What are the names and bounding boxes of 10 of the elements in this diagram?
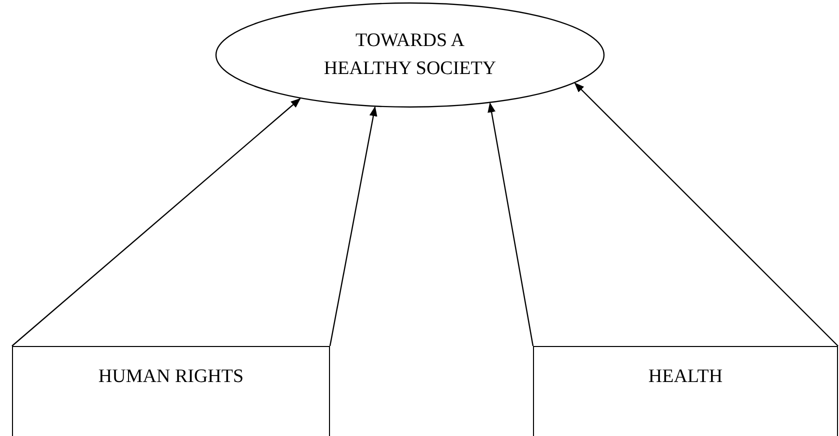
arrow xyxy=(488,102,534,346)
goal-ellipse xyxy=(215,2,605,108)
node-label: HEALTH xyxy=(648,365,723,389)
arrow xyxy=(329,106,378,346)
topic-box xyxy=(12,346,330,436)
node-label: TOWARDS A HEALTHY SOCIETY xyxy=(322,29,498,81)
arrow xyxy=(12,98,301,346)
node-label: HUMAN RIGHTS xyxy=(98,365,244,389)
topic-box xyxy=(533,346,838,436)
arrow xyxy=(574,82,838,346)
